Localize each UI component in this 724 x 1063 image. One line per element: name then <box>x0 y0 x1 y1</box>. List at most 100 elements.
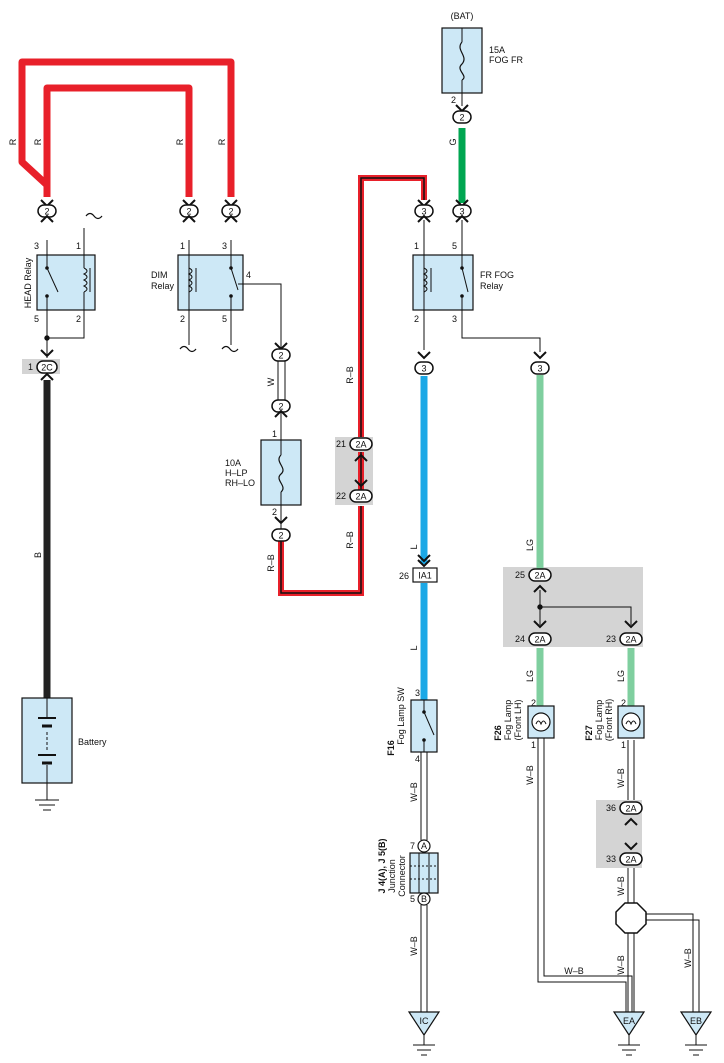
lamp-rh-name-2: (Front RH) <box>604 699 614 742</box>
wire-rb-inner <box>280 506 362 594</box>
wire-red-inner <box>43 84 193 197</box>
svg-text:21: 21 <box>336 439 346 449</box>
svg-text:L: L <box>409 544 419 549</box>
svg-text:R: R <box>33 138 43 145</box>
svg-text:W–B: W–B <box>616 955 626 975</box>
battery-label: Battery <box>78 737 107 747</box>
fog-fr-fuse <box>441 27 483 94</box>
fog-lamp-switch <box>410 699 438 753</box>
wire-white-black-group <box>420 738 700 1012</box>
fog-lamp-rh <box>617 705 645 739</box>
svg-text:36: 36 <box>606 803 616 813</box>
svg-text:22: 22 <box>336 491 346 501</box>
svg-text:3: 3 <box>34 241 39 251</box>
svg-text:R–B: R–B <box>345 366 355 384</box>
dim-relay-label-2: Relay <box>151 281 175 291</box>
component-labels: HEAD Relay DIM Relay (BAT) 15A FOG FR FR… <box>23 11 702 1026</box>
bat-label: (BAT) <box>451 11 474 21</box>
fog-fuse-rating: 15A <box>489 45 505 55</box>
connector-B: B <box>417 892 431 906</box>
svg-text:1: 1 <box>531 740 536 750</box>
svg-text:W–B: W–B <box>525 765 535 785</box>
connector-2A-33: 2A <box>619 842 643 866</box>
svg-text:IA1: IA1 <box>418 571 432 581</box>
svg-text:2: 2 <box>272 507 277 517</box>
head-relay-label: HEAD Relay <box>23 257 33 308</box>
ground-eb-label: EB <box>690 1016 702 1026</box>
svg-text:5: 5 <box>452 241 457 251</box>
junction-connector <box>409 852 439 894</box>
svg-text:2: 2 <box>451 95 456 105</box>
svg-text:LG: LG <box>525 670 535 682</box>
svg-text:23: 23 <box>606 634 616 644</box>
svg-text:2: 2 <box>278 531 283 541</box>
connector-2C: 2C <box>36 349 58 381</box>
svg-text:3: 3 <box>459 207 464 217</box>
svg-text:2: 2 <box>228 207 233 217</box>
svg-text:R: R <box>8 138 18 145</box>
svg-text:1: 1 <box>28 362 33 372</box>
hlp-fuse <box>260 439 302 506</box>
ground-ic <box>407 1011 441 1056</box>
svg-text:4: 4 <box>415 754 420 764</box>
svg-text:3: 3 <box>415 688 420 698</box>
svg-text:W–B: W–B <box>683 948 693 968</box>
connector-w-top: 2 <box>271 342 291 362</box>
svg-text:2C: 2C <box>41 363 53 373</box>
svg-text:2: 2 <box>414 314 419 324</box>
svg-text:7: 7 <box>410 841 415 851</box>
svg-text:3: 3 <box>537 364 542 374</box>
svg-text:W–B: W–B <box>409 782 419 802</box>
dim-relay <box>177 240 244 320</box>
svg-text:W–B: W–B <box>564 966 584 976</box>
svg-text:A: A <box>421 841 427 851</box>
connector-2A-22: 2A <box>349 479 373 503</box>
svg-text:2: 2 <box>186 207 191 217</box>
wire-white <box>277 360 286 400</box>
lamp-rh-code: F27 <box>584 725 594 741</box>
connector-relay-bottom-3b: 3 <box>530 351 550 375</box>
unconnected-tilde-marks <box>85 212 239 353</box>
svg-text:2: 2 <box>459 113 464 123</box>
svg-text:4: 4 <box>246 270 251 280</box>
jc-name-2: Connector <box>397 855 407 897</box>
svg-text:2: 2 <box>278 402 283 412</box>
connector-2A-24: 2A <box>528 620 552 646</box>
svg-text:2A: 2A <box>625 855 636 865</box>
connector-2A-21: 2A <box>349 437 373 462</box>
connector-IA1: IA1 <box>412 554 438 583</box>
wire-red-black-group <box>278 175 427 596</box>
svg-text:33: 33 <box>606 854 616 864</box>
connector-A: A <box>417 839 431 853</box>
ground-ea <box>612 1011 646 1056</box>
lamp-rh-name-1: Fog Lamp <box>594 700 604 741</box>
svg-text:24: 24 <box>515 634 525 644</box>
svg-text:R: R <box>217 138 227 145</box>
svg-text:5: 5 <box>222 314 227 324</box>
fr-fog-relay-label-1: FR FOG <box>480 270 514 280</box>
connector-relay-bottom-3a: 3 <box>414 351 434 375</box>
fog-sw-code: F16 <box>386 740 396 756</box>
svg-text:1: 1 <box>621 740 626 750</box>
fr-fog-relay-label-2: Relay <box>480 281 504 291</box>
head-relay <box>36 240 96 320</box>
connectors-group: 2 2 2 3 3 2 <box>36 104 643 906</box>
svg-text:2: 2 <box>180 314 185 324</box>
svg-text:1: 1 <box>180 241 185 251</box>
svg-text:2: 2 <box>278 351 283 361</box>
battery-symbol <box>21 697 73 811</box>
wire-code-labels: R R R R G B W R–B R–B R–B L L LG LG LG W… <box>8 138 693 976</box>
lamp-lh-code: F26 <box>493 725 503 741</box>
svg-text:L: L <box>409 645 419 650</box>
svg-text:LG: LG <box>616 670 626 682</box>
fr-fog-relay <box>412 254 474 320</box>
pin-numbers: 3 1 5 2 1 1 3 4 2 5 2 1 5 2 3 1 2 21 22 … <box>28 95 626 904</box>
ground-ic-label: IC <box>420 1016 430 1026</box>
svg-text:2A: 2A <box>625 635 636 645</box>
svg-text:2: 2 <box>531 698 536 708</box>
svg-text:W–B: W–B <box>409 936 419 956</box>
dim-relay-label-1: DIM <box>151 270 168 280</box>
wire-red-outer <box>18 58 235 197</box>
connector-hlp-bottom: 2 <box>271 516 291 542</box>
connector-head-2: 2 <box>37 199 57 223</box>
